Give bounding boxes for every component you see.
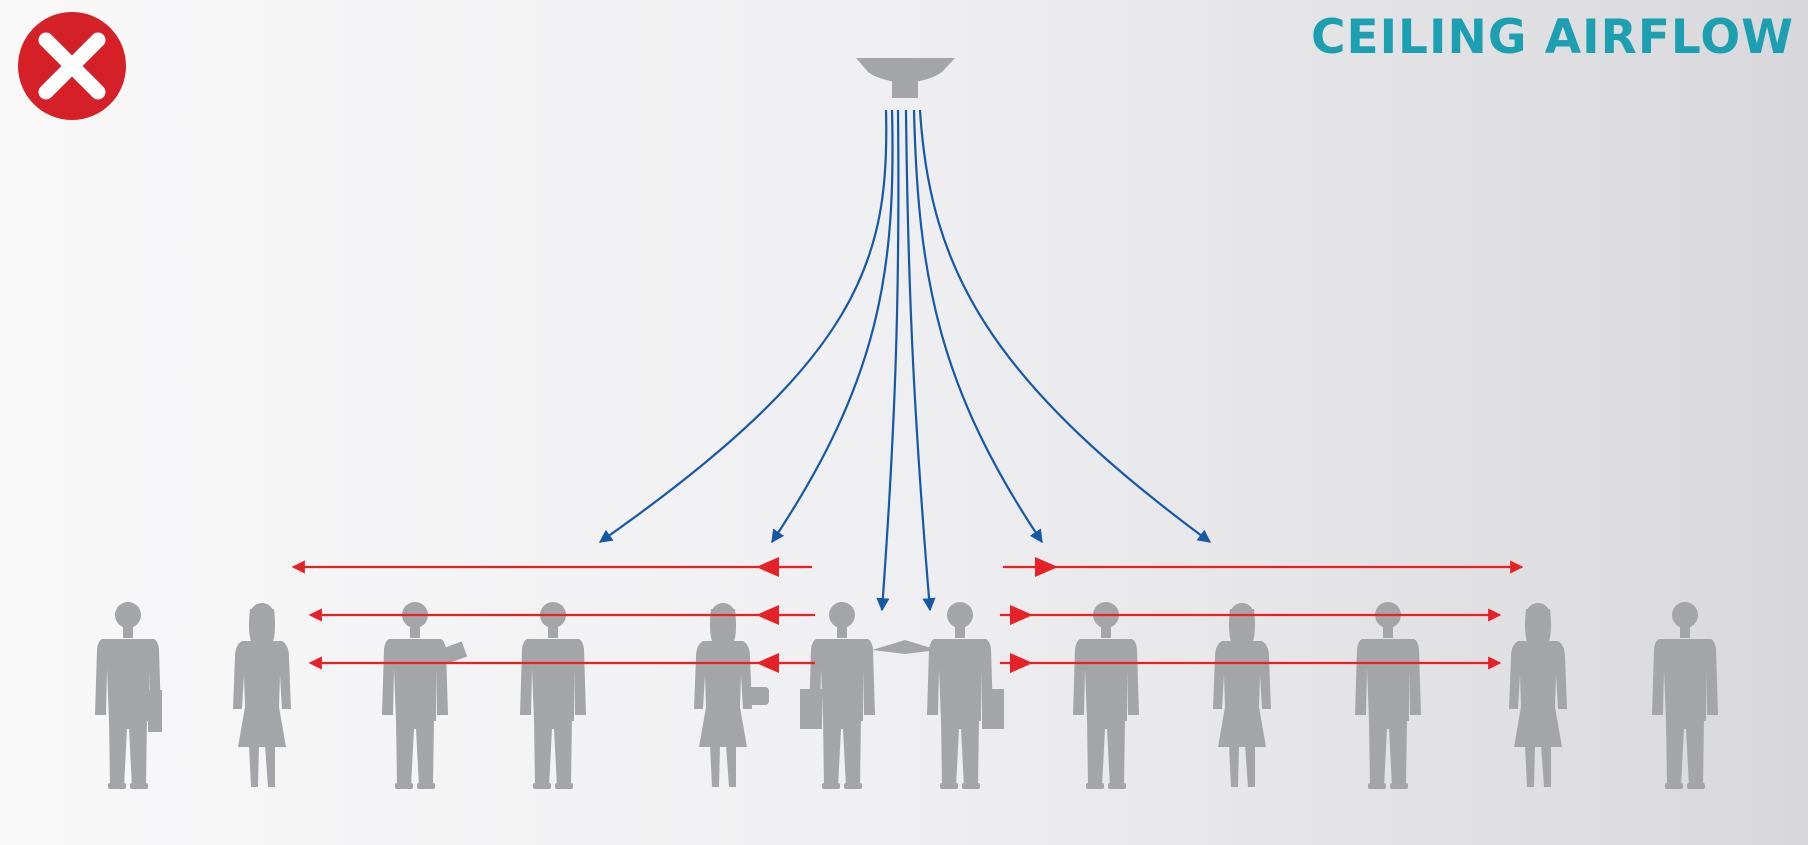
- x-icon: [18, 12, 126, 120]
- diagram-title: CEILING AIRFLOW: [1310, 10, 1794, 65]
- people-group: [95, 602, 1718, 789]
- person-4: [441, 602, 586, 789]
- person-7: [927, 602, 1004, 789]
- person-1: [95, 602, 162, 789]
- person-11: [1509, 603, 1567, 787]
- person-2: [233, 603, 291, 787]
- person-10: [1355, 602, 1421, 789]
- person-9: [1213, 603, 1271, 787]
- person-3: [382, 602, 448, 789]
- room-airflow-mid-heads: [756, 557, 1058, 673]
- ceiling-diffuser: [856, 58, 955, 98]
- handshake: [872, 640, 938, 654]
- person-12: [1652, 602, 1718, 789]
- person-8: [1073, 602, 1139, 789]
- supply-airflow-arrows: [598, 109, 1212, 612]
- room-airflow-arrows: [291, 560, 1524, 670]
- person-6: [800, 602, 875, 789]
- person-5: [694, 603, 769, 787]
